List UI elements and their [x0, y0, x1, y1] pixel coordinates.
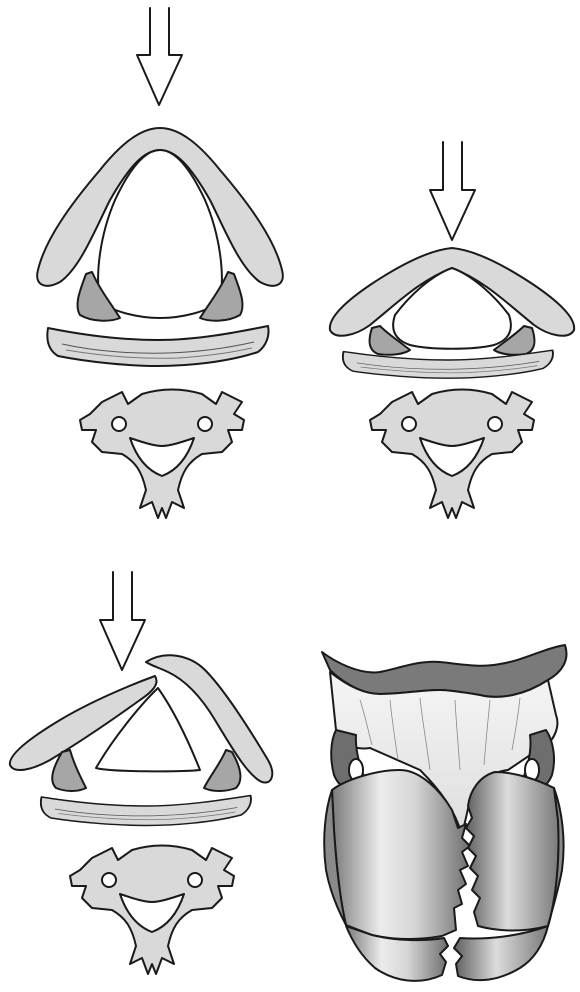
arrow-icon — [430, 142, 475, 240]
cricoid-right — [454, 926, 548, 980]
panel-fractured — [10, 572, 272, 974]
cricoid-band — [41, 796, 251, 826]
panel-flattened — [330, 142, 574, 518]
cricoid-band — [47, 326, 268, 366]
cricoid-band — [343, 350, 553, 378]
vertebra — [80, 390, 244, 519]
arytenoid-right — [204, 750, 240, 791]
panel-normal — [37, 8, 283, 518]
panel-larynx-3d — [322, 645, 566, 981]
arrow-icon — [100, 572, 145, 670]
arrow-icon — [137, 8, 182, 105]
vertebra — [70, 846, 234, 975]
thyroid-lamina-right — [466, 772, 559, 931]
vertebra — [370, 390, 534, 519]
